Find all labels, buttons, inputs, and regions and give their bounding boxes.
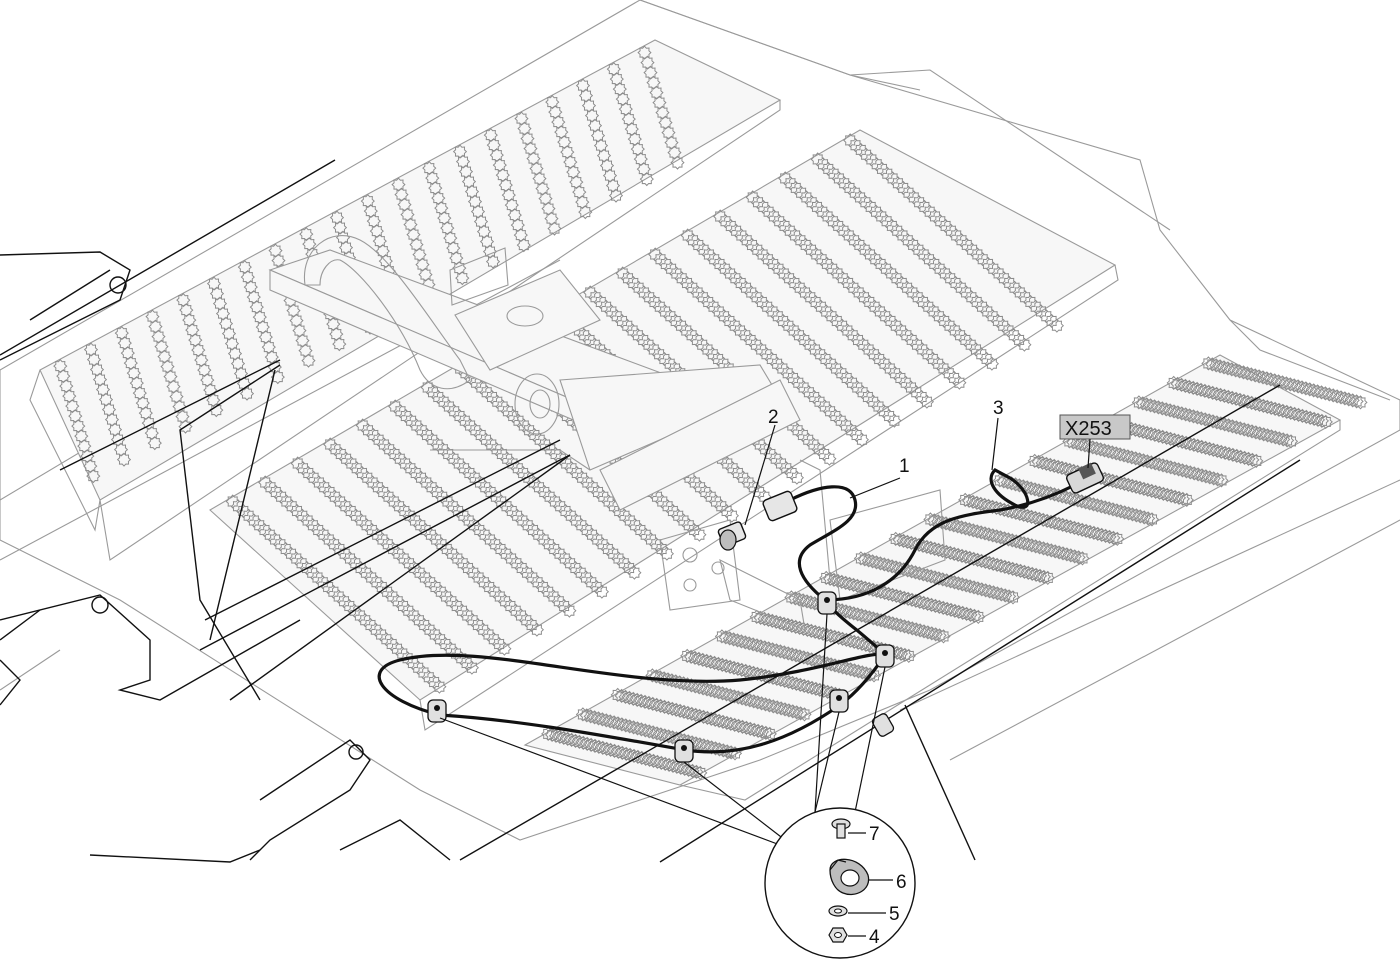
callout-3: 3 [993, 398, 1004, 419]
connector-x253-plug [1065, 462, 1105, 494]
callout-labels: 1 2 3 4 5 6 7 [768, 398, 1004, 948]
tread-star [822, 451, 837, 466]
tread-star [1353, 395, 1368, 410]
screw-icon [831, 818, 851, 839]
tread-star [790, 470, 804, 485]
connector-tag-label: X253 [1065, 418, 1112, 440]
detail-circle [764, 807, 916, 959]
tread-star [595, 584, 609, 599]
callout-4: 4 [869, 927, 880, 948]
clip-d [875, 644, 895, 668]
callout-2: 2 [768, 407, 779, 428]
right-tread-plate [523, 354, 1368, 801]
p-clip-icon [829, 858, 870, 896]
callout-7: 7 [869, 824, 880, 845]
callout-5: 5 [889, 904, 900, 925]
washer-icon [828, 905, 848, 917]
clip-f [871, 713, 895, 737]
clip-b [674, 739, 694, 763]
foreground-frame-lines [0, 159, 1301, 863]
leader-lines [439, 417, 999, 846]
callout-1: 1 [899, 456, 910, 477]
cable-harness [377, 468, 1077, 754]
tread-star [627, 565, 642, 580]
connector-tag: X253 [1059, 414, 1131, 469]
callout-6: 6 [896, 872, 907, 893]
harness-clips [427, 591, 895, 763]
sensor-component-2 [717, 490, 798, 551]
tread-star [855, 432, 869, 447]
clip-a [427, 699, 447, 723]
clip-e [817, 591, 837, 615]
tow-hitch-assembly [268, 235, 946, 631]
nut-icon [828, 927, 848, 943]
clip-c [829, 689, 849, 713]
